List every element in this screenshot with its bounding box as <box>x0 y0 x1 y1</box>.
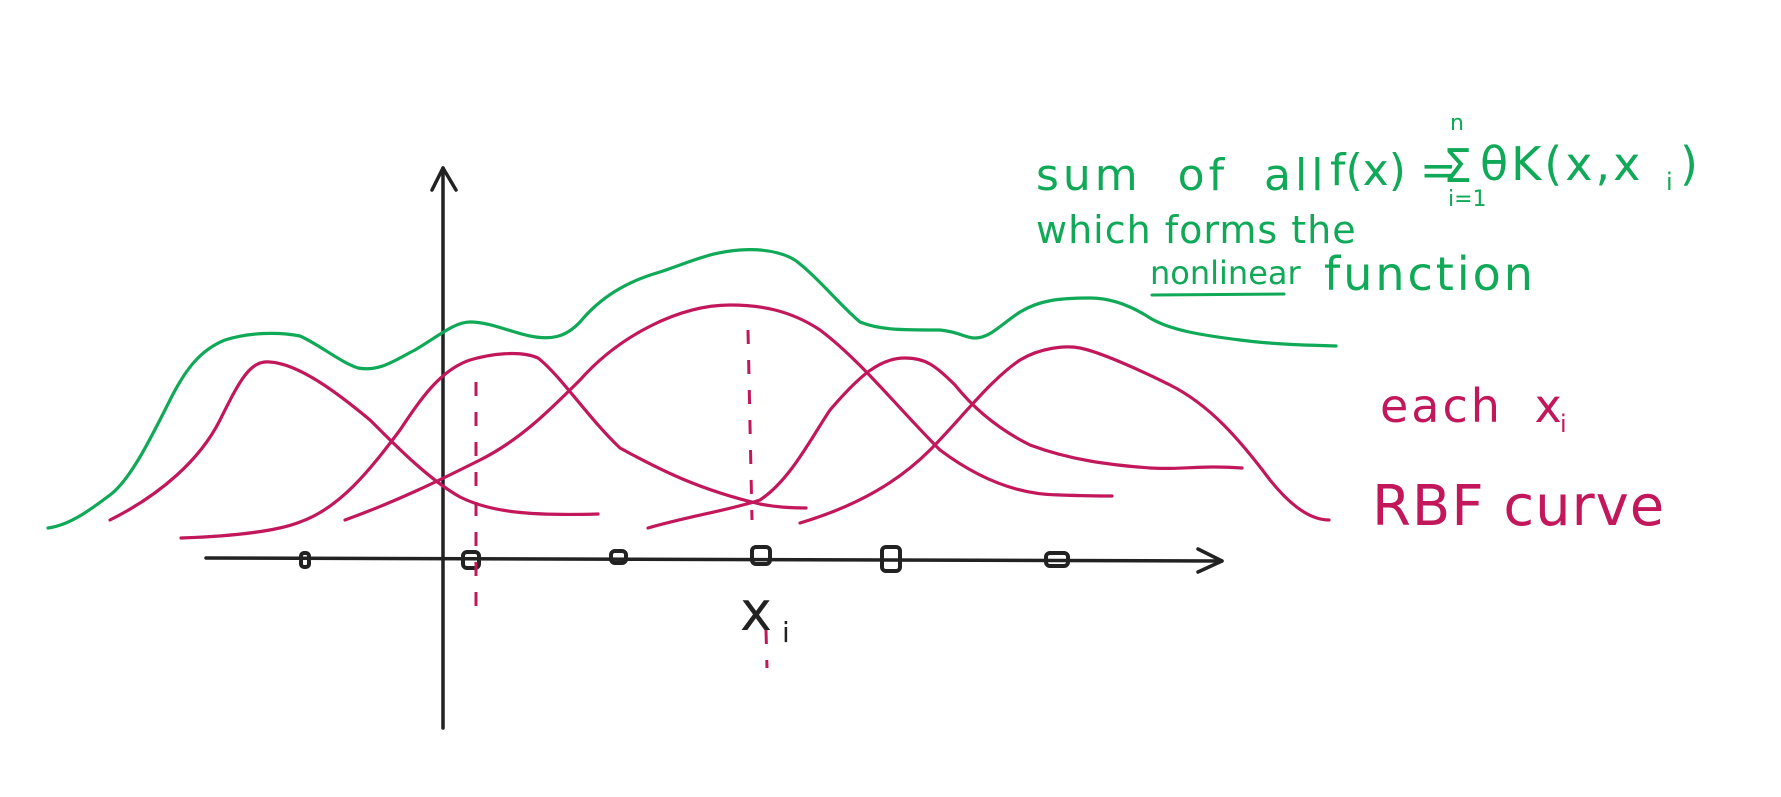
sum-line2: which forms the <box>1036 208 1357 252</box>
formula-sum-top: n <box>1450 111 1464 136</box>
rbf-curves <box>108 303 1331 540</box>
sum-annotation: sum of all f(x) = n Σ i=1 θK(x,x i ) whi… <box>1036 111 1698 301</box>
rbf-curve <box>343 303 1114 522</box>
axes <box>204 166 1224 730</box>
rbf-curve-label: RBF curve <box>1372 474 1665 539</box>
function-label: function <box>1324 247 1536 301</box>
center-markers <box>474 329 769 669</box>
rbf-annotation: each x i RBF curve <box>1372 379 1665 539</box>
xi-label: x <box>740 580 772 643</box>
center-dashed-line <box>764 629 769 669</box>
xi-axis-label: x i <box>740 580 790 649</box>
rbf-curve <box>798 345 1331 525</box>
data-point <box>609 549 628 565</box>
formula-sum-symbol: Σ <box>1443 139 1472 193</box>
rbf-curve <box>646 356 1244 530</box>
x-axis-line <box>204 556 1224 563</box>
data-point <box>750 545 772 566</box>
center-dashed-line <box>746 329 754 521</box>
formula-sum-bottom: i=1 <box>1448 187 1487 212</box>
data-points <box>299 545 1070 573</box>
formula-lhs: f(x) = <box>1330 145 1457 196</box>
sum-curve <box>46 248 1338 530</box>
each-xi-sub: i <box>1560 410 1567 438</box>
nonlinear-label: nonlinear <box>1150 254 1302 292</box>
x-axis-arrowhead <box>1196 547 1224 574</box>
data-point <box>461 550 481 570</box>
xi-label-sub: i <box>782 616 790 649</box>
y-axis-arrowhead <box>430 166 458 192</box>
formula-rhs-sub: i <box>1666 168 1673 196</box>
nonlinear-underline <box>1150 292 1286 297</box>
data-point <box>299 551 311 569</box>
formula-rhs: θK(x,x <box>1480 137 1643 191</box>
data-point <box>1044 551 1070 568</box>
formula-rhs-close: ) <box>1680 137 1698 191</box>
rbf-curve <box>179 351 808 540</box>
each-xi-label: each x <box>1380 379 1565 433</box>
data-point <box>880 545 902 573</box>
sum-label-prefix: sum of all <box>1036 150 1327 201</box>
rbf-curve <box>108 360 600 522</box>
